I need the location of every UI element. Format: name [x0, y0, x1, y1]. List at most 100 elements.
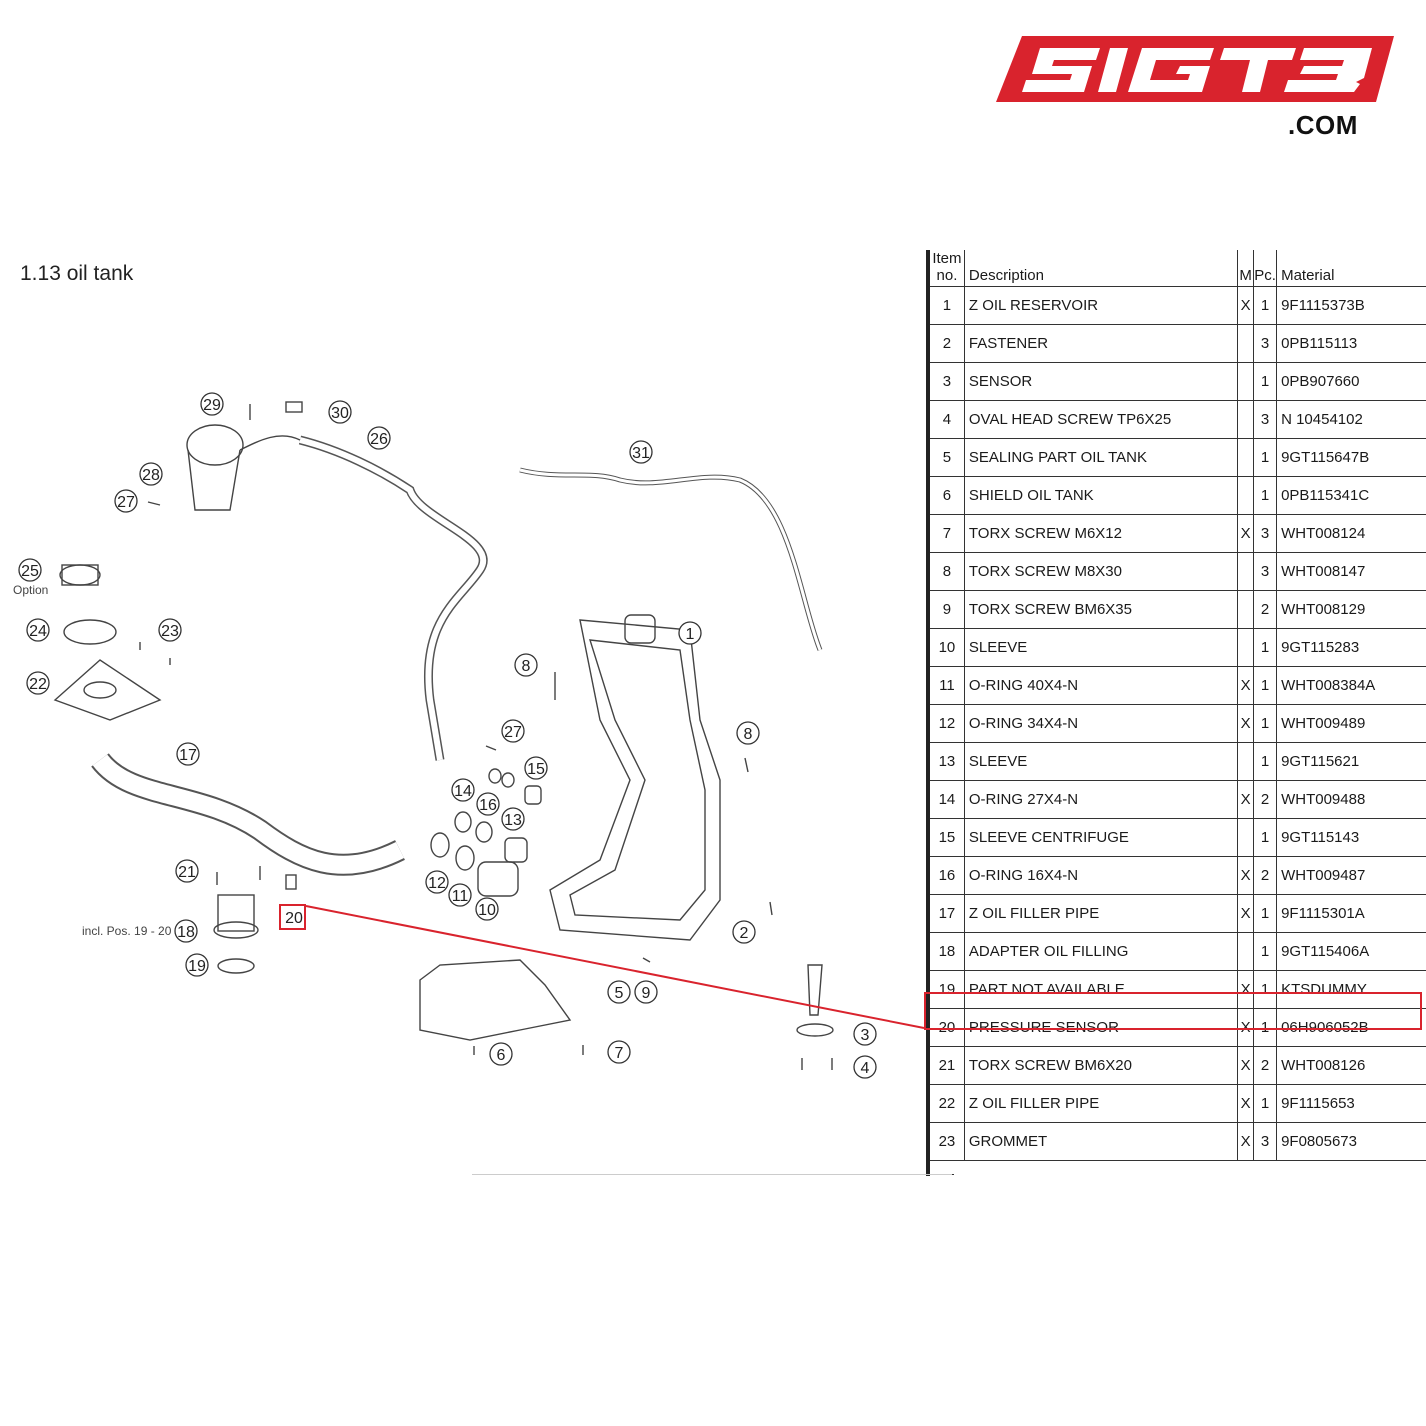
- header-pc: Pc.: [1253, 250, 1278, 287]
- row-material: WHT008384A: [1276, 666, 1426, 705]
- row-pc: 1: [1253, 970, 1278, 1009]
- row-item-no: 17: [925, 894, 965, 933]
- callout-circle: [501, 807, 525, 831]
- callout-circle: [174, 919, 198, 943]
- row-description: O-RING 16X4-N: [964, 856, 1239, 895]
- callout-13: 13: [501, 807, 525, 831]
- callout-9: 9: [634, 980, 658, 1004]
- row-description: SHIELD OIL TANK: [964, 476, 1239, 515]
- row-m: X: [1237, 666, 1255, 705]
- callout-circle: [501, 719, 525, 743]
- brand-domain: .COM: [1288, 110, 1358, 140]
- callout-label: 29: [203, 397, 221, 414]
- row-item-no: 23: [925, 1122, 965, 1161]
- callout-8: 8: [514, 653, 538, 677]
- callout-label: 22: [29, 676, 47, 693]
- row-description: TORX SCREW M8X30: [964, 552, 1239, 591]
- callout-label: 12: [428, 875, 446, 892]
- row-description: ADAPTER OIL FILLING: [964, 932, 1239, 971]
- row-item-no: 4: [925, 400, 965, 439]
- callout-label: 24: [29, 623, 47, 640]
- highlight-row-box: [924, 992, 1422, 1030]
- row-material: 9F1115373B: [1276, 286, 1426, 325]
- row-material: WHT009488: [1276, 780, 1426, 819]
- callout-24: 24: [26, 618, 50, 642]
- row-pc: 2: [1253, 856, 1278, 895]
- row-description: O-RING 27X4-N: [964, 780, 1239, 819]
- callout-29: 29: [200, 392, 224, 416]
- row-m: X: [1237, 1122, 1255, 1161]
- row-m: X: [1237, 780, 1255, 819]
- row-pc: 1: [1253, 286, 1278, 325]
- row-m: X: [1237, 704, 1255, 743]
- row-description: TORX SCREW BM6X35: [964, 590, 1239, 629]
- row-m: X: [1237, 1008, 1255, 1047]
- row-item-no: 1: [925, 286, 965, 325]
- row-pc: 2: [1253, 1046, 1278, 1085]
- callout-circle: [451, 778, 475, 802]
- row-m: [1237, 818, 1255, 857]
- row-material: 9GT115143: [1276, 818, 1426, 857]
- callout-circle: [524, 756, 548, 780]
- callout-circle: [26, 671, 50, 695]
- callout-circle: [200, 392, 224, 416]
- row-pc: 1: [1253, 362, 1278, 401]
- section-title: 1.13 oil tank: [20, 262, 134, 285]
- incl-label: incl. Pos. 19 - 20: [82, 924, 172, 938]
- callout-circle: [476, 792, 500, 816]
- row-item-no: 7: [925, 514, 965, 553]
- row-description: SEALING PART OIL TANK: [964, 438, 1239, 477]
- callout-circle: [732, 920, 756, 944]
- callout-20: 20: [285, 910, 303, 927]
- row-material: WHT008124: [1276, 514, 1426, 553]
- callout-circle: [328, 400, 352, 424]
- callout-circle: [367, 426, 391, 450]
- callout-circle: [26, 618, 50, 642]
- header-description: Description: [964, 250, 1239, 287]
- row-material: 0PB115341C: [1276, 476, 1426, 515]
- row-material: N 10454102: [1276, 400, 1426, 439]
- callout-23: 23: [158, 618, 182, 642]
- row-description: PRESSURE SENSOR: [964, 1008, 1239, 1047]
- row-m: [1237, 362, 1255, 401]
- callout-label: 2: [740, 925, 749, 942]
- row-material: 0PB115113: [1276, 324, 1426, 363]
- callout-label: 11: [452, 888, 469, 905]
- row-m: [1237, 476, 1255, 515]
- callout-11: 11: [448, 883, 472, 907]
- callout-label: 13: [504, 812, 522, 829]
- row-item-no: 12: [925, 704, 965, 743]
- callout-label: 8: [522, 658, 531, 675]
- row-m: [1237, 590, 1255, 629]
- row-description: SENSOR: [964, 362, 1239, 401]
- callout-label: 3: [861, 1027, 870, 1044]
- row-pc: 1: [1253, 628, 1278, 667]
- callout-12: 12: [425, 870, 449, 894]
- callout-17: 17: [176, 742, 200, 766]
- row-material: 06H906052B: [1276, 1008, 1426, 1047]
- callout-circle: [629, 440, 653, 464]
- row-item-no: 22: [925, 1084, 965, 1123]
- row-material: 9F0805673: [1276, 1122, 1426, 1161]
- callout-26: 26: [367, 426, 391, 450]
- row-m: X: [1237, 1046, 1255, 1085]
- row-material: 9GT115647B: [1276, 438, 1426, 477]
- callout-19: 19: [185, 953, 209, 977]
- callout-circle: [736, 721, 760, 745]
- callout-6: 6: [489, 1042, 513, 1066]
- row-pc: 3: [1253, 400, 1278, 439]
- callout-label: 31: [632, 445, 650, 462]
- row-description: TORX SCREW BM6X20: [964, 1046, 1239, 1085]
- callout-label: 26: [370, 431, 388, 448]
- callout-2: 2: [732, 920, 756, 944]
- row-m: X: [1237, 514, 1255, 553]
- row-pc: 3: [1253, 1122, 1278, 1161]
